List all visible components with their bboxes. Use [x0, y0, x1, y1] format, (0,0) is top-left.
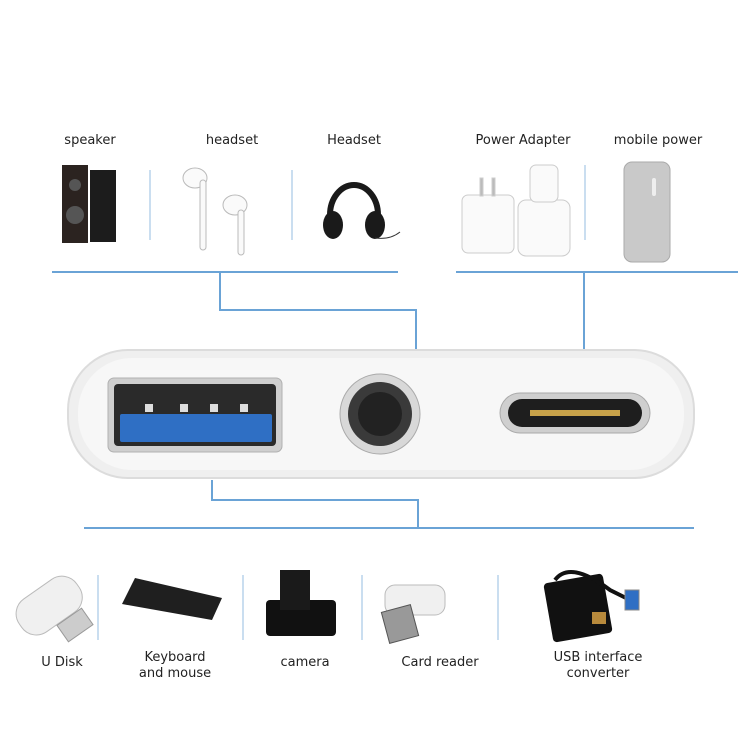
separators — [97, 165, 586, 640]
headphones-label: Headset — [327, 133, 381, 148]
audio-jack-port — [339, 373, 421, 455]
headset-label: headset — [205, 133, 259, 148]
usb-connector-line — [211, 480, 419, 528]
card-reader-icon — [380, 584, 446, 644]
power-bank-icon — [623, 161, 671, 263]
usb-flash-drive-icon — [15, 575, 94, 643]
speaker-label: speaker — [64, 133, 116, 148]
mobile-power-label: mobile power — [613, 133, 703, 148]
usb-c-port — [499, 392, 651, 434]
power-adapter-icon — [461, 164, 571, 257]
u-disk-label: U Disk — [41, 655, 83, 670]
usb-a-port — [107, 377, 283, 453]
headphones-icon — [323, 182, 401, 239]
adapter-body — [67, 349, 695, 479]
keyboard-label: Keyboard and mouse — [138, 650, 212, 681]
usb-converter-label: USB interface converter — [553, 650, 643, 681]
earbuds-icon — [182, 167, 248, 256]
usb-ethernet-adapter-icon — [543, 570, 640, 643]
speaker-icon — [62, 165, 116, 243]
connector-lines — [52, 271, 738, 529]
camera-label: camera — [280, 655, 330, 670]
card-reader-label: Card reader — [401, 655, 479, 670]
keyboard-icon — [122, 578, 222, 620]
power-adapter-label: Power Adapter — [475, 133, 571, 148]
camera-icon — [266, 570, 336, 636]
audio-connector-line — [219, 272, 417, 350]
